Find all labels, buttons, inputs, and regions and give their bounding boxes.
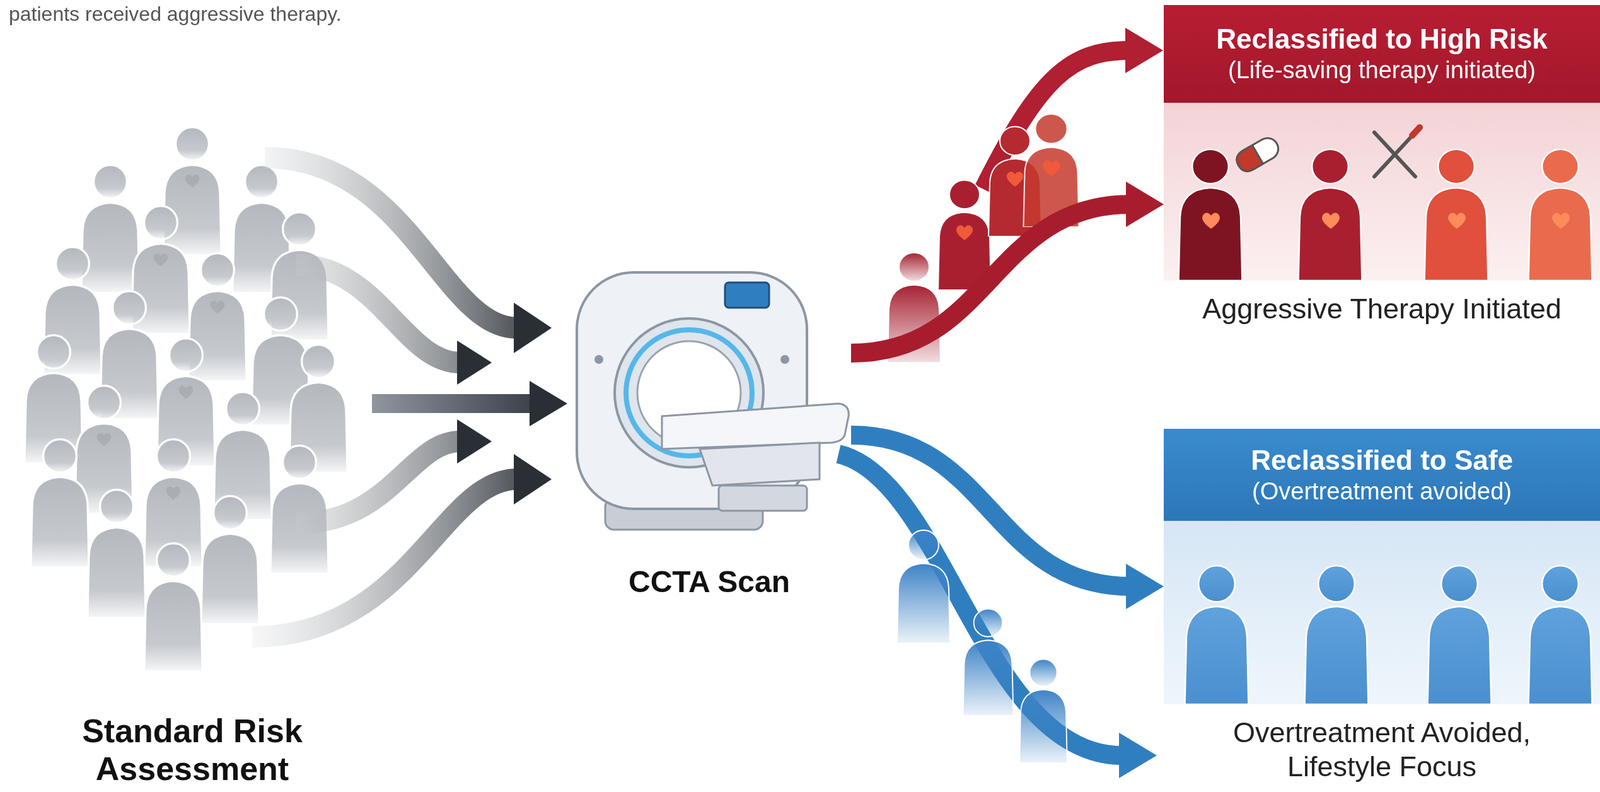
connector-line — [851, 434, 1131, 587]
device-label: CCTA Scan — [567, 264, 852, 606]
result-panel: Reclassified to Safe(Overtreatment avoid… — [1163, 428, 1600, 784]
connector-line — [371, 394, 535, 413]
arrow-head — [529, 380, 568, 427]
arrow-head — [1125, 181, 1164, 227]
crowd — [24, 127, 348, 672]
flow-connector — [851, 434, 1164, 609]
connector-line — [851, 204, 1131, 354]
panel-header: Reclassified to Safe(Overtreatment avoid… — [1163, 428, 1600, 521]
panel-body — [1163, 520, 1600, 705]
group-label: Standard Risk Assessment — [12, 113, 372, 789]
panel-subtitle: (Life-saving therapy initiated) — [1228, 56, 1536, 86]
ct-scanner — [576, 272, 849, 530]
panel-body — [1163, 520, 1600, 705]
panel-header: Reclassified to High Risk(Life-saving th… — [1163, 5, 1600, 103]
heart-icons — [97, 174, 226, 500]
panel-body — [1163, 102, 1600, 281]
panel-title: Reclassified to Safe — [1250, 443, 1514, 478]
heart-icons — [1202, 212, 1570, 229]
arrow-head — [1118, 732, 1157, 778]
arrow-head — [1125, 563, 1164, 609]
panel-subtitle: (Overtreatment avoided) — [1252, 477, 1512, 507]
flow-connector — [851, 181, 1164, 354]
flow-connector — [371, 380, 568, 427]
pill-icon — [1233, 134, 1283, 175]
group-label: Standard Risk Assessment — [56, 712, 328, 789]
panel-title: Reclassified to High Risk — [1216, 22, 1548, 57]
note-text: patients received aggressive therapy. — [8, 2, 342, 26]
surgical-tools — [1374, 127, 1420, 177]
arrow-head — [1125, 27, 1164, 74]
outcome-label: Aggressive Therapy Initiated — [1192, 291, 1572, 326]
panel-people — [1178, 149, 1593, 705]
panel-body — [1163, 102, 1600, 281]
device-label: CCTA Scan — [628, 563, 790, 606]
result-panel: Reclassified to High Risk(Life-saving th… — [1163, 5, 1600, 326]
outcome-label: Overtreatment Avoided, Lifestyle Focus — [1192, 715, 1572, 784]
